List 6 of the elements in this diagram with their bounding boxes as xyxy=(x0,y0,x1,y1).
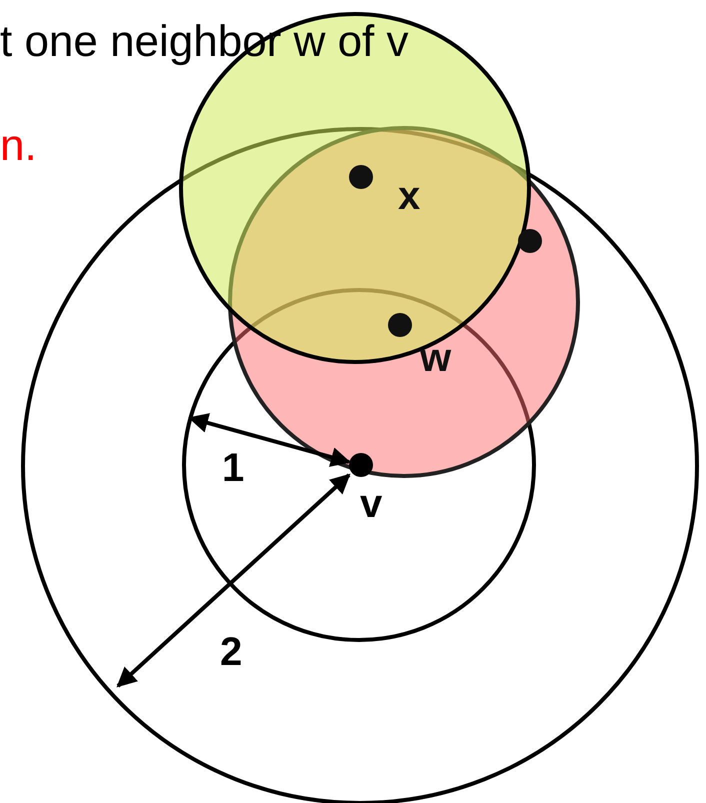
dimension-label: 2 xyxy=(220,632,242,672)
point-label: w xyxy=(420,338,452,378)
dimension-label: 1 xyxy=(222,448,244,488)
text-line: n. xyxy=(0,124,37,168)
point-label: v xyxy=(360,484,382,524)
point-label: x xyxy=(398,176,420,216)
